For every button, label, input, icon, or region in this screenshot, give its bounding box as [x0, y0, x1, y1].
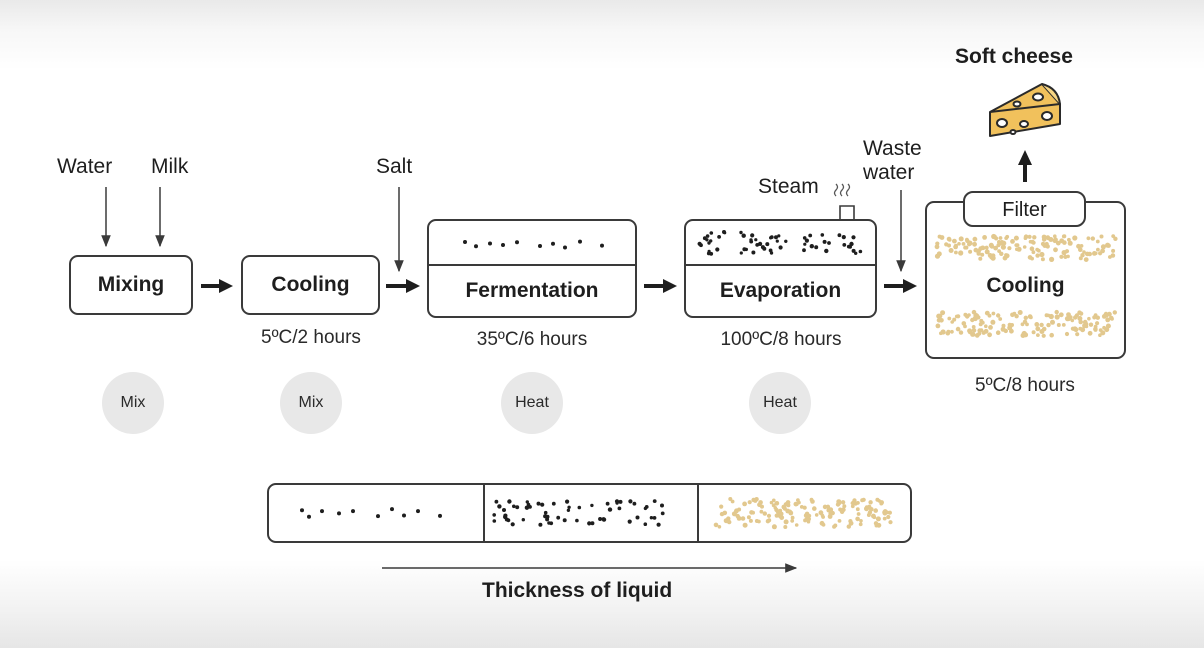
filter-box: Filter	[963, 191, 1086, 227]
legend-thick-dots	[713, 497, 893, 530]
stage-fermentation-box: Fermentation	[427, 219, 637, 318]
fermentation-liquid-line	[429, 264, 635, 266]
process-arrow-1	[201, 279, 233, 293]
input-salt-label: Salt	[376, 155, 413, 178]
thickness-legend-bar	[267, 483, 912, 543]
stage-mixing-box: Mixing	[69, 255, 193, 315]
legend-divider-2	[697, 485, 699, 541]
output-arrow	[1018, 150, 1032, 182]
evaporation-dots	[697, 230, 863, 256]
condition-cooling: 5ºC/2 hours	[261, 327, 361, 348]
cooling-curd-bottom	[935, 309, 1118, 338]
process-arrow-4	[884, 279, 917, 293]
filter-label: Filter	[1002, 199, 1047, 221]
legend-caption: Thickness of liquid	[482, 579, 673, 602]
legend-divider-1	[483, 485, 485, 541]
cheese-icon	[989, 83, 1061, 137]
stage-cooling-box: Cooling	[241, 255, 380, 315]
cooling-curd-top	[934, 233, 1118, 262]
stage-cooling-final-label: Cooling	[986, 274, 1065, 297]
action-heat-2: Heat	[749, 372, 811, 434]
condition-fermentation: 35ºC/6 hours	[476, 329, 588, 350]
action-mix-2: Mix	[280, 372, 342, 434]
input-water-label: Water	[57, 155, 113, 178]
input-waste-water-label: Waste water	[863, 137, 922, 184]
stage-fermentation-label: Fermentation	[465, 279, 599, 302]
input-steam-label: Steam	[758, 175, 819, 198]
steam-outlet	[839, 205, 855, 220]
steam-icon	[833, 183, 851, 197]
evaporation-liquid-line	[686, 264, 875, 266]
output-soft-cheese-label: Soft cheese	[955, 45, 1073, 68]
stage-evaporation-label: Evaporation	[719, 279, 842, 302]
process-arrow-3	[644, 279, 677, 293]
input-milk-label: Milk	[151, 155, 189, 178]
stage-mixing-label: Mixing	[97, 273, 165, 296]
process-arrow-2	[386, 279, 420, 293]
condition-evaporation: 100ºC/8 hours	[720, 329, 842, 350]
fermentation-dots	[463, 239, 604, 250]
condition-cooling-final: 5ºC/8 hours	[975, 375, 1075, 396]
stage-cooling-label: Cooling	[271, 273, 350, 296]
action-mix-1: Mix	[102, 372, 164, 434]
legend-thin-dots	[300, 507, 442, 519]
legend-medium-dots	[492, 499, 665, 527]
action-heat-1: Heat	[501, 372, 563, 434]
